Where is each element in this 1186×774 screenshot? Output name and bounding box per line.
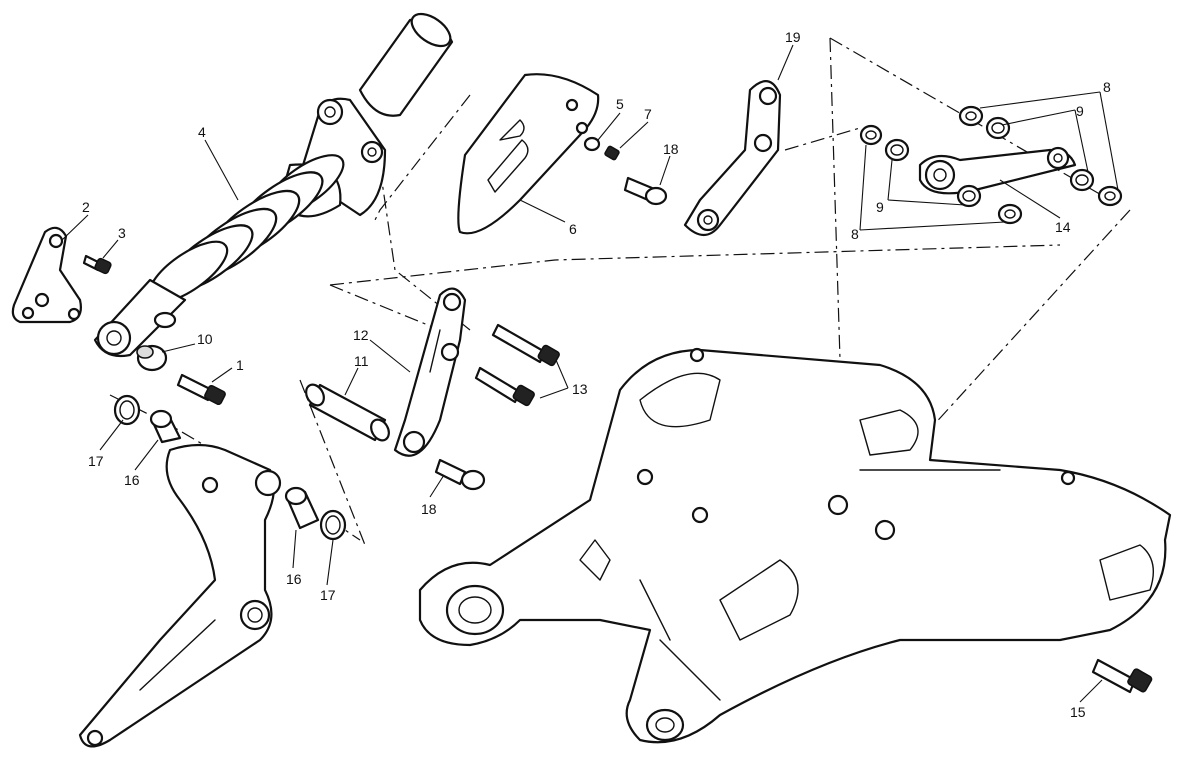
spacer-part-10	[136, 344, 168, 372]
callout-8-lower: 8	[851, 226, 859, 242]
callout-14: 14	[1055, 219, 1071, 235]
screw-part-18-lower	[434, 458, 486, 491]
callout-labels: 1 2 3 4 5 6 7 8 8 9 9 10 11 12 13 14 15 …	[82, 29, 1111, 720]
callout-2: 2	[82, 199, 90, 215]
callout-9-upper: 9	[1076, 103, 1084, 119]
callout-17-right: 17	[320, 587, 336, 603]
callout-13: 13	[572, 381, 588, 397]
bolt-part-1	[176, 373, 226, 406]
callout-15: 15	[1070, 704, 1086, 720]
link-rod-part-14	[918, 146, 1077, 195]
callout-3: 3	[118, 225, 126, 241]
callout-8-upper: 8	[1103, 79, 1111, 95]
callout-5: 5	[616, 96, 624, 112]
callout-16-left: 16	[124, 472, 140, 488]
callout-7: 7	[644, 106, 652, 122]
callout-6: 6	[569, 221, 577, 237]
rocker-part-19	[683, 80, 782, 237]
leader-lines	[61, 44, 1119, 703]
callout-18-lower: 18	[421, 501, 437, 517]
swingarm	[418, 347, 1172, 744]
guard-part-6	[457, 73, 600, 235]
callout-9-lower: 9	[876, 199, 884, 215]
bolts-part-13	[474, 323, 560, 407]
screw-part-7	[604, 145, 620, 161]
bolt-part-15	[1091, 658, 1153, 694]
callout-19: 19	[785, 29, 801, 45]
bracket-part-2	[11, 226, 82, 324]
callout-18-upper: 18	[663, 141, 679, 157]
rocker-arm-lower	[78, 443, 282, 748]
link-plate-part-12	[393, 287, 467, 457]
callout-11: 11	[354, 353, 369, 369]
callout-4: 4	[198, 124, 206, 140]
screw-part-18-upper	[623, 176, 668, 206]
callout-16-right: 16	[286, 571, 302, 587]
bush-part-16-left	[149, 409, 182, 444]
seal-ring-part-17-right	[319, 509, 347, 541]
shock-absorber-part-4	[93, 12, 454, 358]
callout-10: 10	[197, 331, 213, 347]
bush-part-16-right	[284, 486, 320, 530]
pin-part-11	[305, 383, 390, 442]
screw-part-3	[82, 254, 112, 275]
callout-17-left: 17	[88, 453, 104, 469]
callout-12: 12	[353, 327, 369, 343]
seal-ring-part-17-left	[113, 394, 141, 426]
callout-1: 1	[236, 357, 244, 373]
washer-part-5	[583, 136, 601, 152]
washers-part-8-9	[859, 105, 1123, 225]
